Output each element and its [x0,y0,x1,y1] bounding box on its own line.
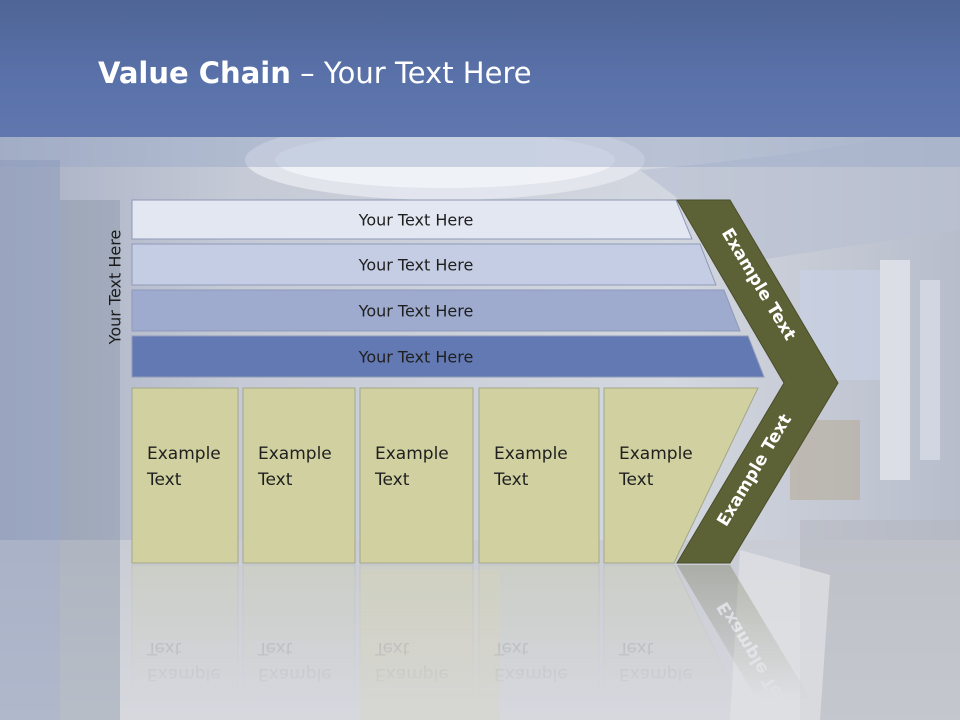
primary-activity-line1: Example [494,444,568,464]
primary-activity-box [242,387,356,564]
primary-activity-line1: Example [375,444,449,464]
primary-activity-line2: Text [374,470,410,490]
title-banner: Value Chain – Your Text Here [0,0,960,137]
primary-activity-line1: Example [258,444,332,464]
support-bar-shape [131,289,741,332]
primary-activity-reflection: Example Text [242,564,356,720]
primary-activity-box [131,387,239,564]
primary-activity-reflection-box [131,564,239,720]
primary-activity-reflection-box [359,564,474,720]
support-bar-3: Your Text Here [131,289,741,332]
primary-activity-reflection-line1: Example [147,664,221,684]
primary-activity-reflection-line2: Text [493,638,529,658]
title-rest: Your Text Here [323,56,532,90]
primary-activity-reflection-line2: Text [146,638,182,658]
primary-activity-reflection-line1: Example [375,664,449,684]
title-separator: – [290,56,324,90]
primary-activity-reflection-line1: Example [258,664,332,684]
primary-activity-box [359,387,474,564]
primary-activity-reflection-line2: Text [618,638,654,658]
support-bar-label: Your Text Here [358,302,474,321]
primary-activity-reflection-box [603,564,749,720]
margin-chevron-shape [676,199,839,564]
support-bar-2: Your Text Here [131,243,717,286]
primary-activity-reflection: Example Text [478,564,600,720]
support-bar-label: Your Text Here [358,211,474,230]
primary-activity-reflection: Example Text [603,564,749,720]
primary-activity-reflection-line1: Example [494,664,568,684]
primary-activity-reflection-line2: Text [374,638,410,658]
support-bar-label: Your Text Here [358,256,474,275]
primary-activity-line1: Example [619,444,693,464]
primary-activity-line2: Text [146,470,182,490]
primary-activity-line2: Text [618,470,654,490]
primary-activity-line2: Text [257,470,293,490]
primary-activity-reflection: Example Text [359,564,474,720]
support-bar-shape [131,335,765,378]
slide-title: Value Chain – Your Text Here [98,56,532,90]
title-bold: Value Chain [98,56,291,90]
support-bar-label: Your Text Here [358,348,474,367]
support-bar-4: Your Text Here [131,335,765,378]
primary-activity-reflection-line1: Example [619,664,693,684]
primary-activity-line1: Example [147,444,221,464]
primary-activity-reflection-line2: Text [257,638,293,658]
primary-activity-reflection-box [478,564,600,720]
primary-activity-box [478,387,600,564]
primary-activity-reflection: Example Text [131,564,239,720]
support-bar-1: Your Text Here [131,199,693,240]
margin-chevron-reflection-shape [677,565,823,720]
primary-activity-box [603,387,759,564]
primary-activity-line2: Text [493,470,529,490]
primary-activity-reflection-box [242,564,356,720]
support-bar-shape [131,243,717,286]
support-bar-shape [131,199,693,240]
